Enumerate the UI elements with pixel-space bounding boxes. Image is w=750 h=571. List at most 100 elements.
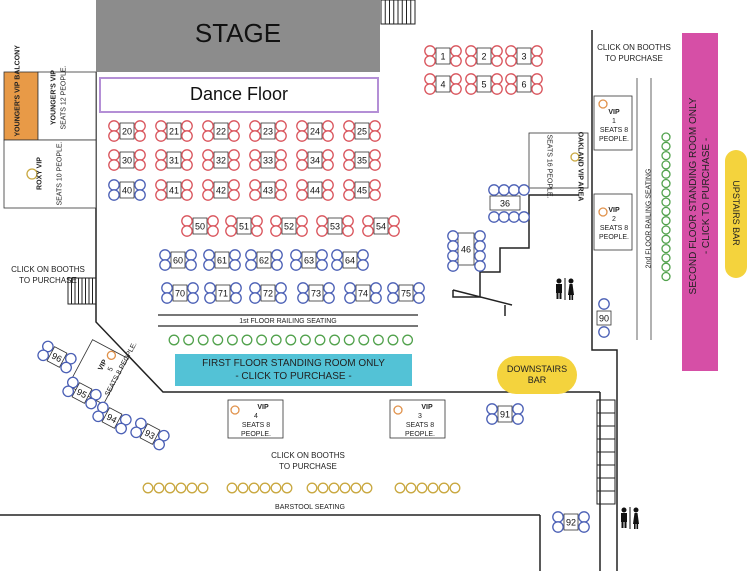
youngers-balcony-label: YOUNGER'S VIP BALCONY bbox=[14, 45, 22, 137]
booth-1[interactable]: 1 bbox=[435, 47, 451, 65]
booth-44[interactable]: 44 bbox=[307, 181, 323, 199]
vip-2-box[interactable] bbox=[593, 193, 633, 251]
youngers-vip-box[interactable] bbox=[37, 71, 97, 141]
booth-6[interactable]: 6 bbox=[516, 75, 532, 93]
booth-25[interactable]: 25 bbox=[354, 122, 370, 140]
seat bbox=[155, 130, 167, 142]
booth-60-label: 60 bbox=[173, 256, 183, 266]
seat bbox=[134, 149, 146, 161]
booth-43[interactable]: 43 bbox=[260, 181, 276, 199]
booth-53[interactable]: 53 bbox=[327, 217, 343, 235]
booth-92-label: 92 bbox=[566, 518, 576, 528]
booth-34[interactable]: 34 bbox=[307, 151, 323, 169]
seat bbox=[202, 159, 214, 171]
booth-96[interactable]: 96 bbox=[36, 339, 78, 374]
booth-5[interactable]: 5 bbox=[476, 75, 492, 93]
booth-40[interactable]: 40 bbox=[119, 181, 135, 199]
seat bbox=[228, 159, 240, 171]
booth-91[interactable]: 91 bbox=[497, 405, 513, 423]
booth-25-label: 25 bbox=[357, 127, 367, 137]
seat bbox=[296, 130, 308, 142]
seat bbox=[159, 249, 171, 261]
booth-63[interactable]: 63 bbox=[301, 251, 317, 269]
booth-62[interactable]: 62 bbox=[256, 251, 272, 269]
seat bbox=[290, 249, 302, 261]
booth-72[interactable]: 72 bbox=[260, 284, 276, 302]
booth-21[interactable]: 21 bbox=[166, 122, 182, 140]
booth-35[interactable]: 35 bbox=[354, 151, 370, 169]
seat bbox=[228, 130, 240, 142]
oakland-vip-box[interactable] bbox=[528, 132, 589, 189]
seat bbox=[465, 83, 477, 95]
booth-75[interactable]: 75 bbox=[398, 284, 414, 302]
railing-seat bbox=[270, 334, 282, 346]
booth-42[interactable]: 42 bbox=[213, 181, 229, 199]
booth-36[interactable]: 36 bbox=[489, 195, 521, 211]
seat bbox=[275, 120, 287, 132]
booth-70-label: 70 bbox=[175, 289, 185, 299]
seat bbox=[249, 159, 261, 171]
booth-24[interactable]: 24 bbox=[307, 122, 323, 140]
booth-45[interactable]: 45 bbox=[354, 181, 370, 199]
booth-36-label: 36 bbox=[500, 199, 510, 209]
seat bbox=[181, 130, 193, 142]
booth-90[interactable]: 90 bbox=[596, 310, 612, 326]
booth-71[interactable]: 71 bbox=[215, 284, 231, 302]
seat bbox=[271, 249, 283, 261]
booth-51[interactable]: 51 bbox=[236, 217, 252, 235]
stage-label: STAGE bbox=[194, 18, 282, 48]
booth-46[interactable]: 46 bbox=[457, 232, 475, 266]
seat bbox=[134, 159, 146, 171]
booth-52[interactable]: 52 bbox=[281, 217, 297, 235]
booth-93[interactable]: 93 bbox=[129, 416, 171, 451]
booth-31[interactable]: 31 bbox=[166, 151, 182, 169]
booth-70[interactable]: 70 bbox=[172, 284, 188, 302]
booth-92[interactable]: 92 bbox=[563, 513, 579, 531]
seat bbox=[181, 120, 193, 132]
vip-1-box-seat bbox=[598, 99, 608, 109]
booth-20[interactable]: 20 bbox=[119, 122, 135, 140]
seat bbox=[552, 511, 564, 523]
booth-2[interactable]: 2 bbox=[476, 47, 492, 65]
railing-seat bbox=[661, 243, 671, 254]
booth-94[interactable]: 94 bbox=[91, 400, 133, 435]
booth-32[interactable]: 32 bbox=[213, 151, 229, 169]
booth-50[interactable]: 50 bbox=[192, 217, 208, 235]
booth-64-label: 64 bbox=[345, 256, 355, 266]
seat bbox=[202, 179, 214, 191]
booth-74[interactable]: 74 bbox=[355, 284, 371, 302]
booth-61[interactable]: 61 bbox=[214, 251, 230, 269]
second-floor-standing-button[interactable]: SECOND FLOOR STANDING ROOM ONLY- CLICK T… bbox=[682, 33, 718, 371]
seat bbox=[369, 159, 381, 171]
booth-60[interactable]: 60 bbox=[170, 251, 186, 269]
seat bbox=[322, 179, 334, 191]
booth-95[interactable]: 95 bbox=[61, 375, 103, 410]
first-floor-standing-button[interactable]: FIRST FLOOR STANDING ROOM ONLY- CLICK TO… bbox=[175, 354, 412, 386]
booth-3[interactable]: 3 bbox=[516, 47, 532, 65]
upstairs-bar[interactable]: UPSTAIRS BAR bbox=[725, 150, 747, 278]
booth-22[interactable]: 22 bbox=[213, 122, 229, 140]
seat bbox=[207, 215, 219, 227]
booth-4[interactable]: 4 bbox=[435, 75, 451, 93]
booth-54[interactable]: 54 bbox=[373, 217, 389, 235]
booth-33[interactable]: 33 bbox=[260, 151, 276, 169]
booth-64[interactable]: 64 bbox=[342, 251, 358, 269]
barstool-seat bbox=[416, 482, 428, 494]
seat bbox=[413, 292, 425, 304]
booth-30[interactable]: 30 bbox=[119, 151, 135, 169]
railing-seat bbox=[661, 225, 671, 235]
barstool-seat bbox=[259, 482, 271, 494]
roxy-vip-box[interactable] bbox=[3, 139, 97, 209]
booth-41[interactable]: 41 bbox=[166, 181, 182, 199]
booth-23[interactable]: 23 bbox=[260, 122, 276, 140]
booth-73[interactable]: 73 bbox=[308, 284, 324, 302]
seat bbox=[181, 189, 193, 201]
railing-seat bbox=[241, 334, 253, 346]
railing-seat bbox=[661, 262, 671, 272]
seat bbox=[275, 292, 287, 304]
railing-seat bbox=[661, 206, 671, 217]
